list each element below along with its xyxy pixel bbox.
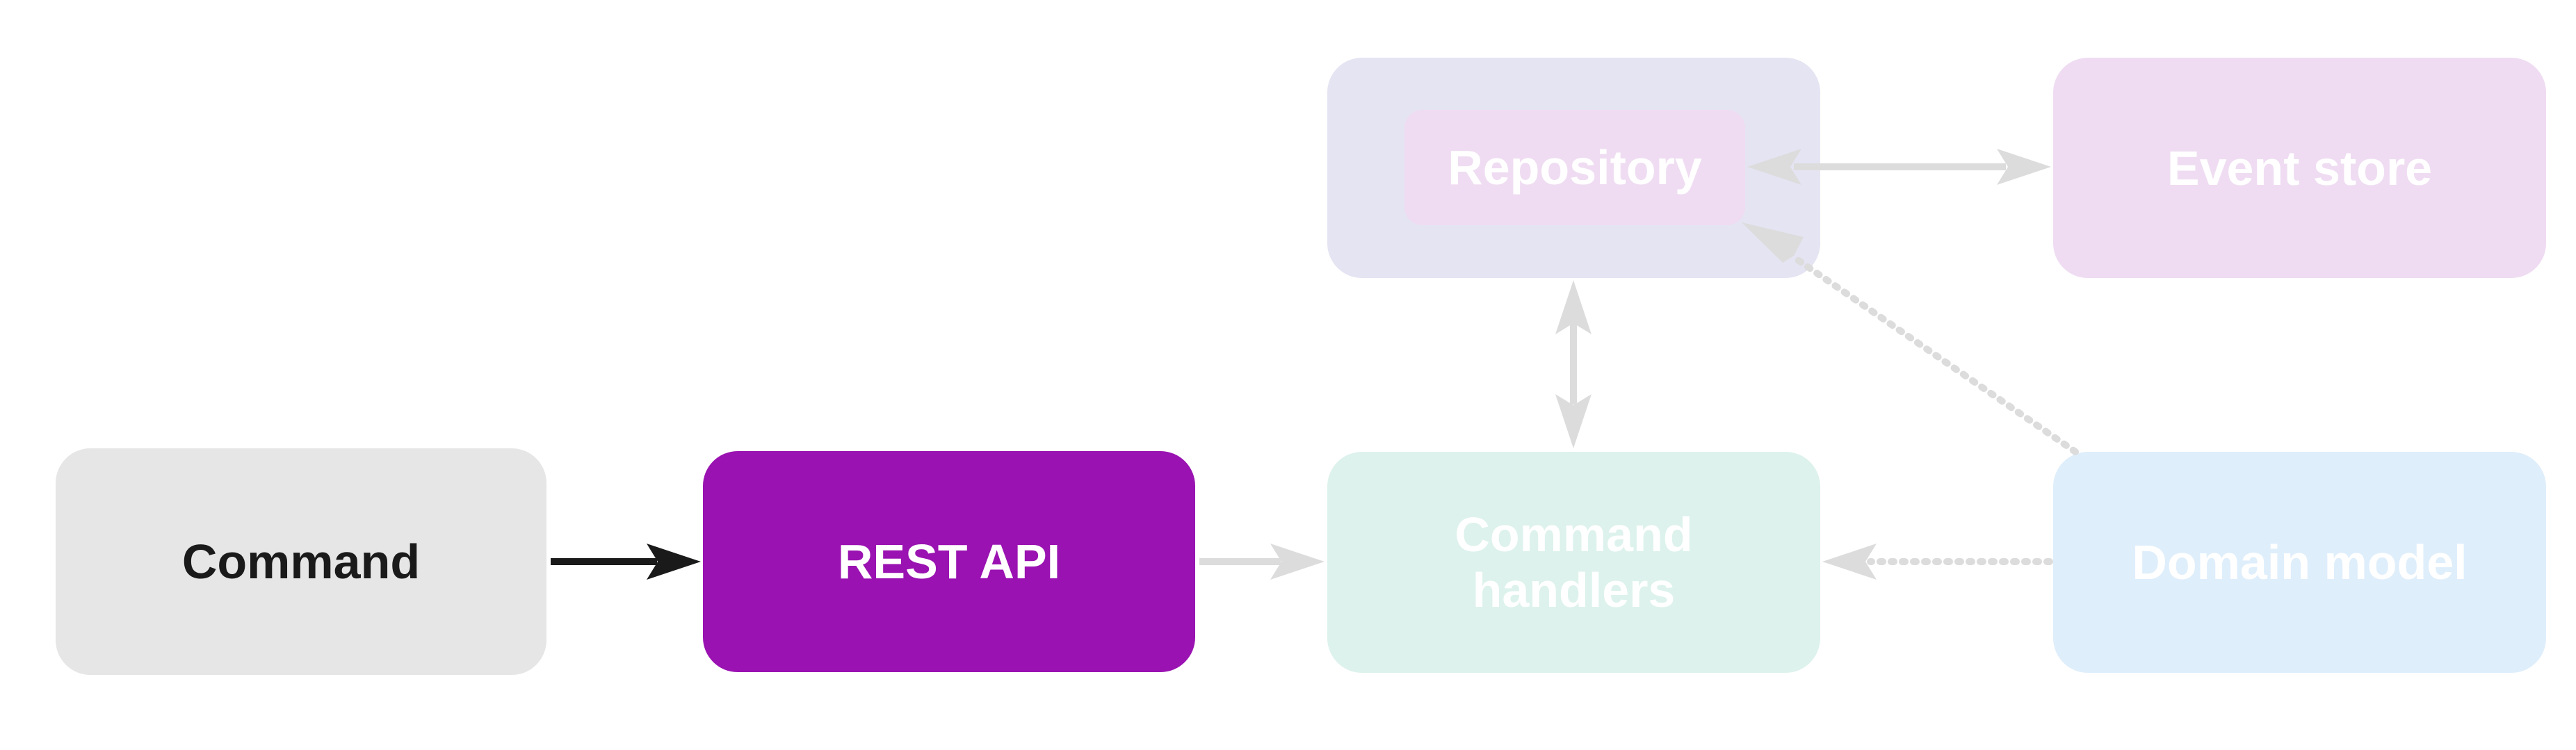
edge-domain-to-handlers [1822,544,2053,580]
arrowhead [1742,222,1804,263]
repository-node: Repository [1404,110,1745,225]
edge-command-to-rest-api [551,544,701,580]
repository-label: Repository [1448,140,1702,195]
event-store-node: Event store [2053,58,2546,278]
edge-domain-to-repository [1742,222,2079,455]
arrowhead-right [1997,149,2051,185]
edge-line [1790,254,2079,455]
edge-handlers-repository [1555,280,1591,448]
edge-rest-api-to-handlers [1199,544,1325,580]
arrowhead-down [1555,394,1591,448]
command-node: Command [56,448,546,675]
event-store-label: Event store [2166,140,2433,195]
rest-api-label: REST API [837,535,1061,589]
arrowhead-up [1555,280,1591,334]
domain-model-label: Domain model [2132,535,2468,589]
arrowhead [1822,544,1877,580]
command-handlers-label-line2: handlers [1472,563,1676,617]
command-label: Command [181,535,421,589]
command-handlers-node: Command handlers [1327,452,1820,673]
arrowhead [1270,544,1325,580]
arrowhead [647,544,701,580]
domain-model-node: Domain model [2053,452,2546,673]
rest-api-node: REST API [703,451,1195,672]
arrowhead-left [1747,149,1801,185]
edge-repository-event-store [1747,149,2051,185]
command-handlers-label: Command handlers [1455,507,1692,618]
command-handlers-label-line1: Command [1455,507,1693,562]
